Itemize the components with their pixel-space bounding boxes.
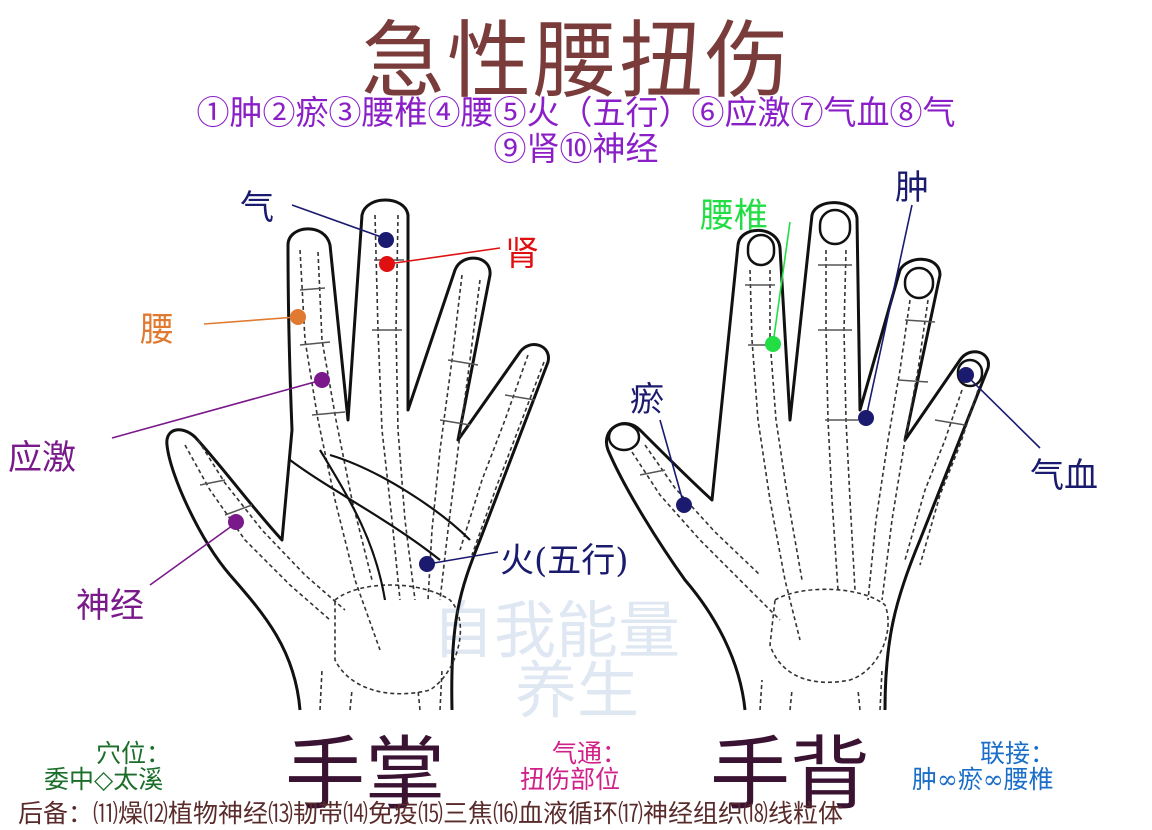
label-yu: 瘀: [630, 380, 664, 420]
legend-line-2: ⑨肾⑩神经: [493, 129, 659, 168]
label-qixue: 气血: [1030, 456, 1098, 496]
watermark-line-2: 养生: [515, 654, 640, 727]
watermark-line-1: 自我能量: [432, 594, 681, 667]
point-huo-dot: [419, 556, 435, 572]
label-yingji: 应激: [8, 438, 76, 478]
point-qi-dot: [378, 232, 394, 248]
leader-lines: [111, 204, 1041, 586]
label-shenjing: 神经: [76, 586, 144, 626]
point-yao-dot: [290, 309, 306, 325]
footer-backup-list: 后备：⑾燥⑿植物神经⒀韧带⒁免疫⒂三焦⒃血液循环⒄神经组织⒅线粒体: [18, 799, 844, 828]
point-yaozhui-dot: [765, 336, 781, 352]
link-value: 肿∞瘀∞腰椎: [912, 765, 1054, 794]
point-yingji-dot: [314, 372, 330, 388]
point-qixue-dot: [958, 367, 974, 383]
qitong-value: 扭伤部位: [520, 765, 621, 794]
palm-label: 手掌: [285, 728, 445, 821]
back-bones: [631, 249, 979, 711]
back-hand-outline: [605, 201, 990, 711]
point-shen-dot: [379, 256, 395, 272]
label-huo: 火(五行): [500, 541, 629, 581]
acupoint-value: 委中◇太溪: [44, 765, 164, 794]
acupoint-title: 穴位：: [96, 739, 172, 768]
point-yu-dot: [676, 497, 692, 513]
label-yao: 腰: [140, 310, 174, 350]
back-label: 手背: [710, 728, 870, 821]
label-qi: 气: [240, 188, 274, 228]
palm-hand-outline: [165, 198, 550, 711]
label-yaozhui: 腰椎: [700, 196, 768, 236]
label-shen: 肾: [505, 234, 539, 274]
legend-line-1: ①肿②瘀③腰椎④腰⑤火（五行）⑥应激⑦气血⑧气: [196, 93, 956, 132]
qitong-title: 气通：: [552, 739, 628, 768]
point-shenjing-dot: [228, 514, 244, 530]
palm-creases: [289, 449, 471, 601]
back-joint-lines: [639, 264, 966, 476]
link-title: 联接：: [980, 739, 1056, 768]
point-zhong-dot: [858, 410, 874, 426]
label-zhong: 肿: [895, 168, 929, 208]
page-title: 急性腰扭伤: [360, 12, 791, 110]
back-nails: [607, 208, 984, 452]
palm-bones: [184, 214, 545, 711]
